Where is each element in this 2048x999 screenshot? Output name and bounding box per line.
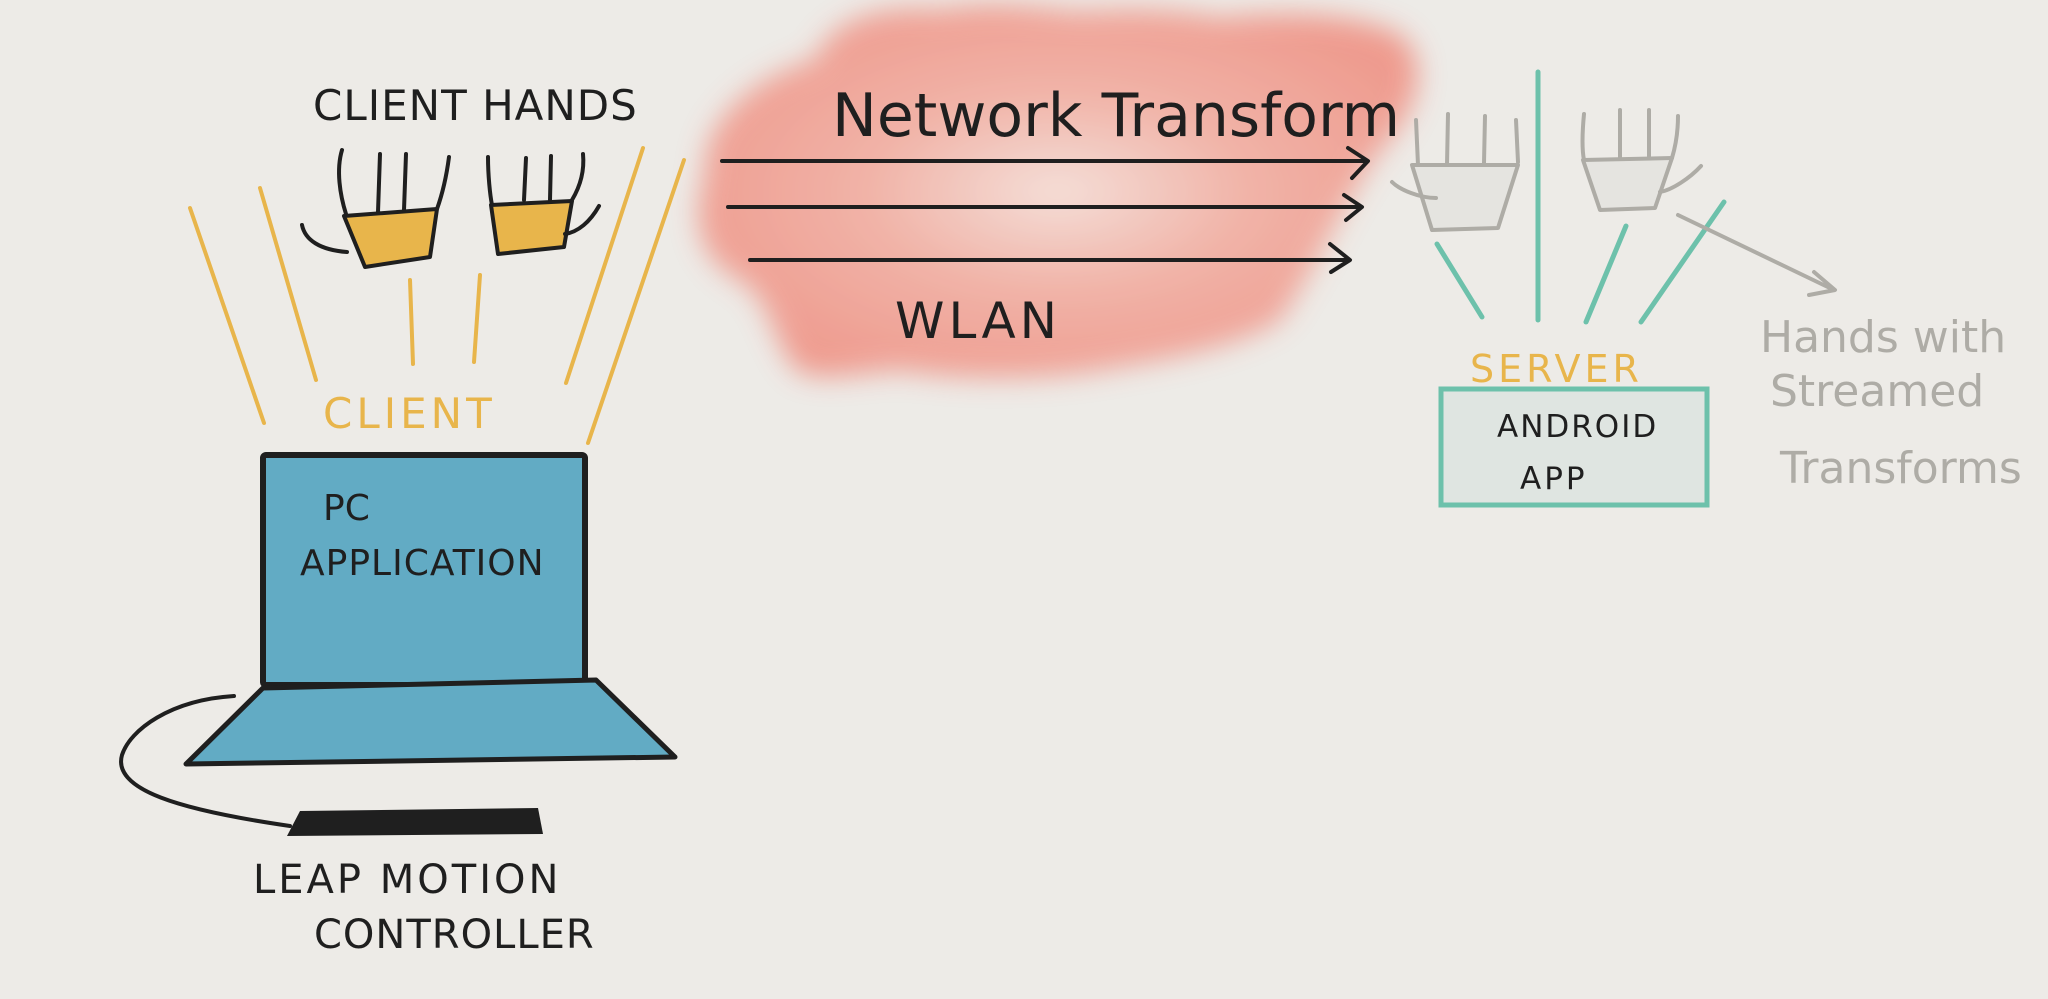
wlan-label: WLAN	[895, 292, 1061, 350]
wlan-cloud	[698, 5, 1418, 378]
hand-icon	[1580, 108, 1703, 212]
streamed-arrow	[1676, 213, 1837, 297]
laptop-icon	[119, 452, 678, 836]
fan-line	[408, 278, 415, 366]
fan-line	[258, 186, 318, 382]
fan-line	[472, 273, 482, 364]
transform-arrow	[720, 146, 1370, 180]
streamed-label-line2: Streamed	[1770, 366, 1984, 417]
fan-line	[586, 158, 686, 445]
fan-line	[1434, 241, 1485, 320]
leap-motion-label-line2: CONTROLLER	[314, 912, 595, 958]
cloud-icon	[698, 5, 1418, 378]
transform-arrow	[748, 242, 1352, 274]
server-box	[1438, 386, 1710, 508]
network-transform-label: Network Transform	[832, 81, 1400, 151]
server-label: SERVER	[1470, 347, 1643, 391]
fan-line	[1638, 199, 1727, 325]
server-fan-lines	[1434, 69, 1727, 325]
fan-line	[564, 146, 645, 385]
hand-icon	[1390, 112, 1520, 232]
streamed-label-line1: Hands with	[1760, 312, 2006, 363]
pc-application-label-line1: PC	[323, 488, 370, 529]
labels: CLIENT HANDS CLIENT PC APPLICATION LEAP …	[253, 81, 2022, 958]
client-hands-label: CLIENT HANDS	[313, 81, 638, 130]
leap-cable	[119, 694, 292, 828]
client-label: CLIENT	[323, 389, 496, 438]
hand-icon	[486, 152, 601, 256]
server-hands	[1390, 108, 1837, 297]
sensor-bar-icon	[287, 808, 543, 836]
android-app-label-line2: APP	[1520, 461, 1588, 497]
network-arrows	[720, 146, 1370, 274]
transform-arrow	[726, 193, 1364, 222]
client-fan-lines	[188, 146, 686, 445]
streamed-label-line3: Transforms	[1779, 443, 2022, 494]
pc-application-label-line2: APPLICATION	[300, 543, 545, 584]
android-app-label-line1: ANDROID	[1497, 409, 1658, 445]
leap-motion-label-line1: LEAP MOTION	[253, 857, 561, 903]
hand-icon	[300, 148, 451, 269]
client-hands	[300, 148, 601, 269]
fan-line	[1583, 223, 1629, 325]
laptop-base	[183, 677, 678, 767]
fan-line	[188, 206, 266, 425]
